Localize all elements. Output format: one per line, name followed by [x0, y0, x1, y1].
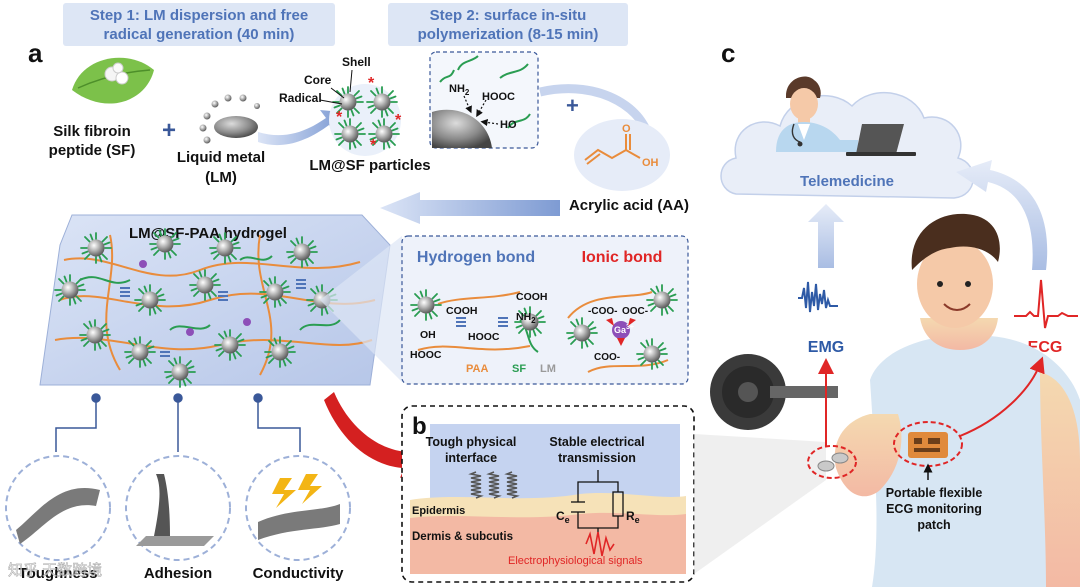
svg-text:*: *: [395, 112, 402, 129]
step2-line2: polymerization (8-15 min): [418, 26, 599, 43]
svg-text:*: *: [336, 109, 343, 126]
arrow-lm-to-particles: [258, 110, 342, 146]
peeling-film-icon: [154, 474, 170, 536]
svg-text:COOH: COOH: [516, 291, 548, 303]
svg-text:HOOC: HOOC: [468, 331, 500, 343]
lm-label-line2: (LM): [205, 169, 237, 186]
tough-line2: interface: [445, 451, 497, 465]
svg-text:NH2: NH2: [449, 83, 470, 97]
core-label: Core: [304, 73, 332, 87]
lm-label-line1: Liquid metal: [177, 149, 265, 166]
telemedicine-label: Telemedicine: [800, 173, 894, 190]
step1-box: [63, 3, 335, 46]
ga-ion: [612, 321, 630, 339]
arrow-to-hydrogel: [380, 192, 560, 224]
panel-b: b Tough physical interface Stable electr…: [401, 405, 695, 583]
emg-label: EMG: [808, 339, 844, 356]
svg-text:Re: Re: [626, 509, 640, 525]
svg-text:NH2: NH2: [516, 311, 536, 325]
liquid-metal-icon: [199, 94, 260, 144]
svg-text:-COO-: -COO-: [588, 306, 617, 317]
doctor-icon: [776, 76, 858, 152]
svg-text:O: O: [622, 123, 631, 135]
hair: [911, 213, 1000, 270]
toughness-label: Toughness: [19, 565, 98, 582]
step1-line1: Step 1: LM dispersion and free: [90, 7, 308, 24]
shell-label: Shell: [342, 55, 371, 69]
particles-label: LM@SF particles: [309, 157, 430, 174]
person-illustration: [834, 213, 1080, 587]
panel-c-label: c: [721, 38, 735, 68]
paa-legend: PAA: [466, 363, 488, 375]
step2-line1: Step 2: surface in-situ: [430, 7, 587, 24]
signals-label: Electrophysiological signals: [508, 555, 643, 567]
patch-line3: patch: [917, 518, 950, 532]
svg-text:COOH: COOH: [446, 305, 478, 317]
radical-label: Radical: [279, 91, 322, 105]
svg-text:*: *: [370, 137, 377, 154]
dumbbell-icon: [710, 354, 838, 430]
panel-a-label: a: [28, 38, 43, 68]
bond-inset: Hydrogen bond Ionic bond COOH COOH NH2 O…: [401, 235, 689, 385]
acrylic-acid-molecule: O OH: [574, 119, 670, 191]
conductivity-label: Conductivity: [253, 565, 344, 582]
emg-waveform: [798, 281, 838, 313]
laptop-icon: [846, 124, 916, 156]
svg-text:OH: OH: [642, 157, 659, 169]
stable-line2: transmission: [558, 451, 636, 465]
svg-text:Ga3+: Ga3+: [614, 324, 634, 335]
sf-label-line1: Silk fibroin: [53, 123, 131, 140]
bent-film-icon: [16, 488, 100, 544]
adhesion-label: Adhesion: [144, 565, 212, 582]
svg-text:HOOC: HOOC: [410, 349, 442, 361]
stable-line1: Stable electrical: [549, 435, 644, 449]
aa-label: Acrylic acid (AA): [569, 197, 689, 214]
tough-line1: Tough physical: [426, 435, 517, 449]
property-toughness: [5, 455, 111, 561]
svg-text:HOOC: HOOC: [482, 91, 515, 103]
panel-c: c Telemedicine EMG ECG: [710, 38, 1080, 587]
lightning-icon: [272, 478, 296, 508]
face: [917, 240, 993, 328]
svg-text:COO-: COO-: [594, 352, 620, 363]
svg-text:Ce: Ce: [556, 509, 570, 525]
hydrogel-title: LM@SF-PAA hydrogel: [129, 225, 287, 242]
coil-springs: [468, 471, 520, 499]
ionic-title: Ionic bond: [582, 249, 663, 266]
patch-line2: ECG monitoring: [886, 502, 982, 516]
dermis-label: Dermis & subcutis: [412, 531, 513, 543]
surface-zoom-inset: NH2 HOOC HO: [429, 51, 539, 149]
arm-emg-sensor: [807, 445, 857, 479]
svg-text:OOC-: OOC-: [622, 306, 648, 317]
emg-to-cloud-arrow: [808, 204, 844, 268]
lm-legend: LM: [540, 363, 556, 375]
svg-text:OH: OH: [420, 329, 436, 341]
property-adhesion: [125, 455, 231, 561]
plus-sign-2: +: [566, 93, 579, 118]
step1-line2: radical generation (40 min): [104, 26, 295, 43]
panel-a: a Step 1: LM dispersion and free radical…: [5, 3, 689, 582]
patch-line1: Portable flexible: [886, 486, 983, 500]
property-conductivity: [245, 455, 351, 561]
silk-leaf-icon: [72, 57, 154, 104]
ecg-to-cloud-arrow: [956, 160, 1048, 270]
lm-sf-particles: * * * *: [329, 75, 402, 156]
step2-box: [388, 3, 628, 46]
equivalent-circuit: [571, 470, 624, 536]
ecg-waveform: [1014, 279, 1078, 329]
svg-text:HO: HO: [500, 119, 517, 131]
svg-text:*: *: [368, 75, 375, 92]
hbond-title: Hydrogen bond: [417, 249, 535, 266]
sf-legend: SF: [512, 363, 526, 375]
sf-label-line2: peptide (SF): [49, 142, 136, 159]
panel-b-label: b: [412, 413, 427, 440]
epidermis-label: Epidermis: [412, 505, 465, 517]
plus-sign-1: +: [162, 117, 176, 144]
watermark: 知乎 天数跨境: [8, 561, 102, 579]
hydrogel-slab: LM@SF-PAA hydrogel: [39, 214, 391, 388]
